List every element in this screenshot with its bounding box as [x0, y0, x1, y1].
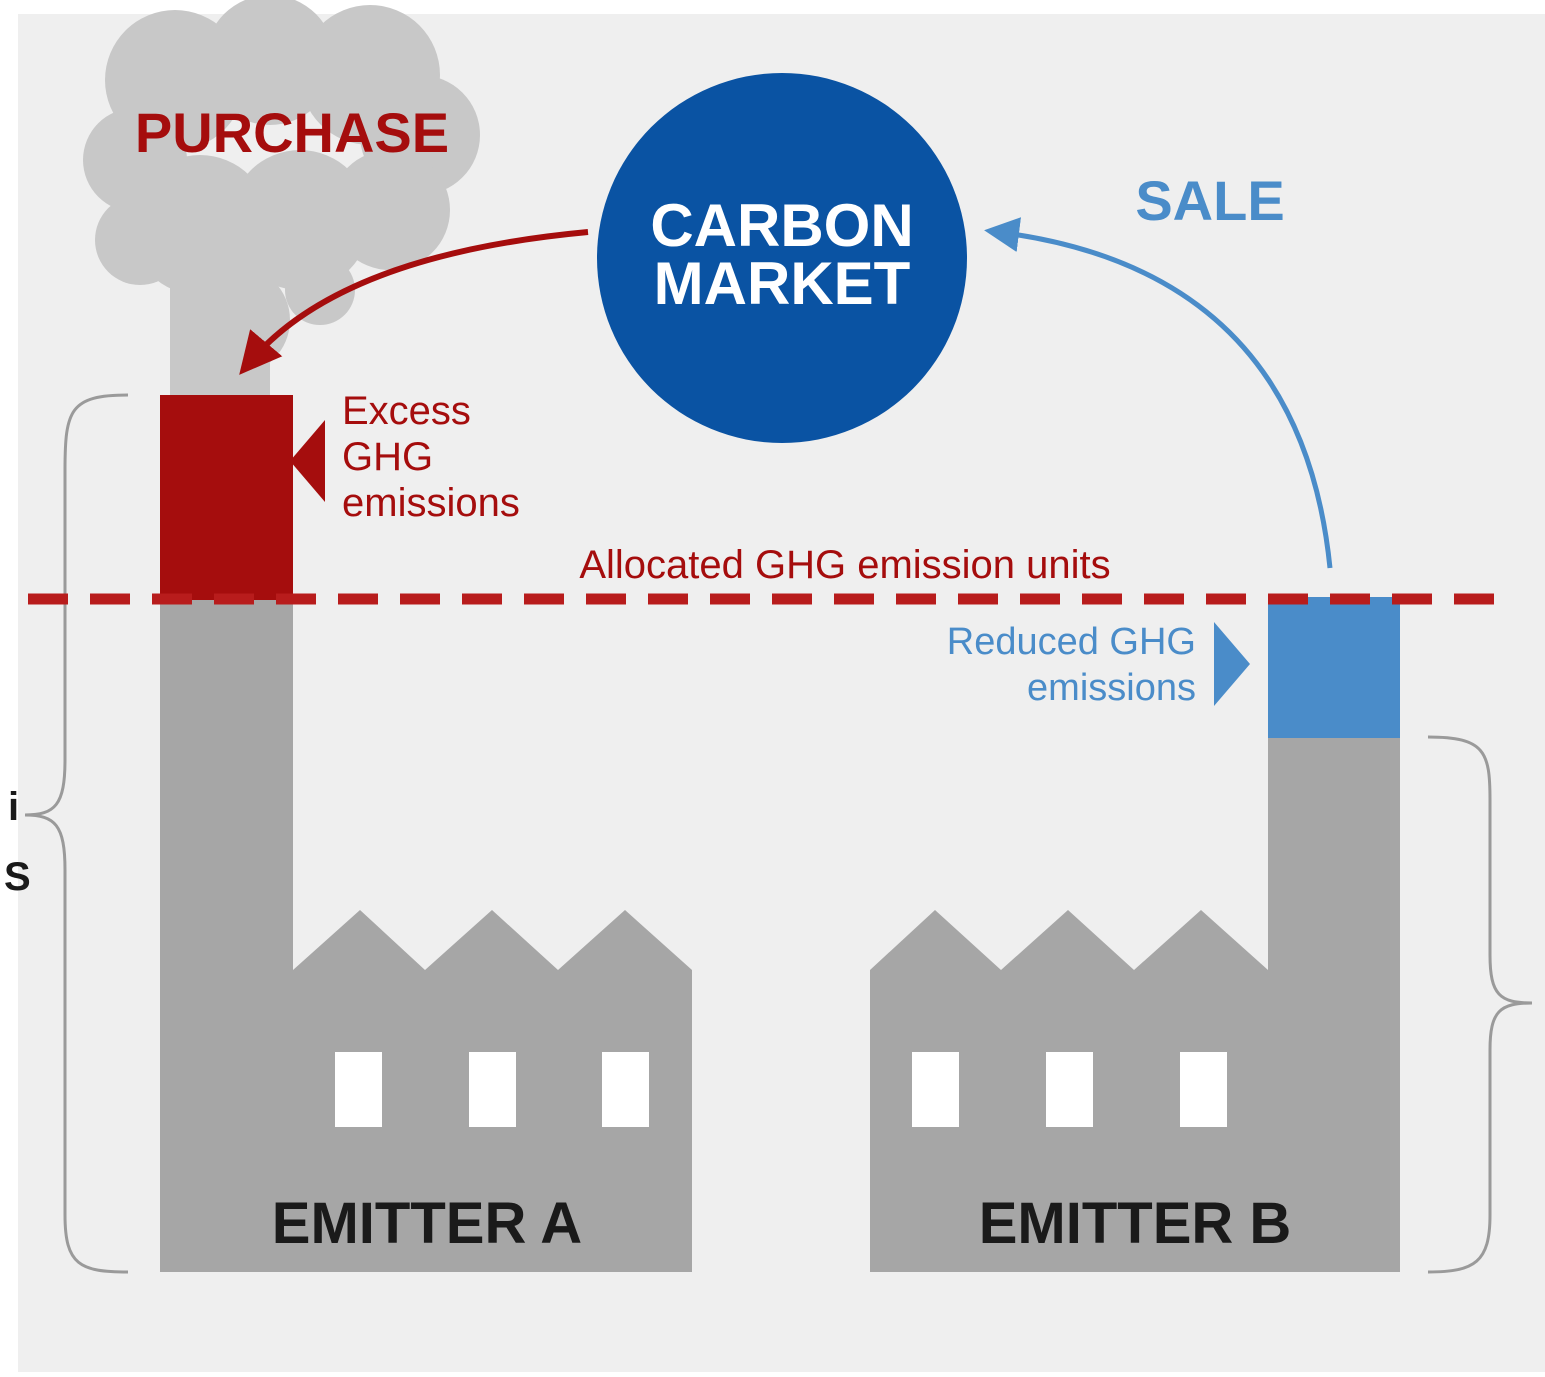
excess-pointer-icon [290, 420, 325, 502]
sale-arrow [984, 217, 1333, 569]
excess-label-line2: GHG [342, 435, 433, 479]
reduced-pointer-icon [1214, 622, 1250, 706]
emitter-a-window [469, 1052, 516, 1127]
left-edge-fragment-1: i [8, 785, 19, 829]
emitter-a-window [335, 1052, 382, 1127]
market-label-line2: MARKET [654, 250, 911, 317]
emitter-b-window [1046, 1052, 1093, 1127]
emitter-b-label: EMITTER B [979, 1191, 1292, 1256]
excess-label-line1: Excess [342, 389, 471, 433]
market-label-line1: CARBON [650, 192, 913, 259]
emitter-b-brace [1427, 735, 1533, 1274]
emitter-a-chimney [160, 600, 293, 1272]
reduced-label-line1: Reduced GHG [947, 621, 1196, 663]
allocated-label: Allocated GHG emission units [579, 543, 1110, 587]
emitter-a-brace [24, 393, 129, 1274]
emitter-b-factory [870, 738, 1400, 1272]
excess-emissions-block [160, 395, 293, 600]
purchase-arrow [239, 229, 589, 375]
smoke-cloud [83, 0, 480, 400]
carbon-market-circle [597, 73, 967, 443]
left-edge-fragment-2: S [4, 855, 31, 899]
excess-label-line3: emissions [342, 481, 520, 525]
emitter-b-chimney [1268, 738, 1400, 1272]
purchase-label: PURCHASE [135, 101, 449, 164]
emitter-b-window [912, 1052, 959, 1127]
reduced-label-line2: emissions [1027, 667, 1196, 709]
reduced-emissions-block [1268, 597, 1400, 738]
emitter-a-window [602, 1052, 649, 1127]
sale-label: SALE [1135, 169, 1284, 232]
emitter-a-label: EMITTER A [272, 1191, 582, 1256]
emitter-b-window [1180, 1052, 1227, 1127]
emitter-a-factory [160, 600, 692, 1272]
